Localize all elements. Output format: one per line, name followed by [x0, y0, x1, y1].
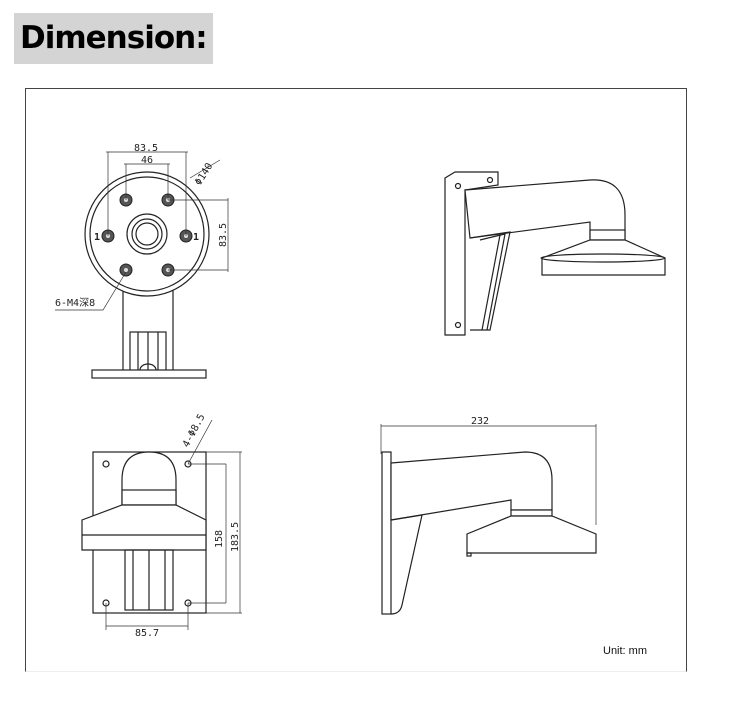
dim-front-width-inner: 46	[141, 155, 153, 166]
dim-front-height: 83.5	[218, 223, 229, 247]
hole-mark-right: 1	[193, 232, 199, 243]
hole-mark-left: 1	[94, 232, 100, 243]
dim-side-length: 232	[471, 416, 489, 427]
dim-back-hole-spacing-h: 85.7	[135, 628, 159, 639]
unit-label: Unit: mm	[603, 645, 647, 657]
front-view: 83.5 46 Φ140 83.5 6-M4深8 1 1	[55, 143, 229, 379]
screw-note: 6-M4深8	[55, 297, 95, 309]
side-view: 232 Unit: mm	[380, 416, 647, 657]
dim-back-holes: 4-Φ8.5	[181, 412, 208, 449]
dim-front-width-outer: 83.5	[134, 143, 158, 154]
drawing-frame	[25, 88, 687, 672]
back-view: 4-Φ8.5 158 183.5 85.7	[81, 412, 242, 639]
page-title: Dimension:	[14, 13, 213, 64]
dim-back-plate-height: 183.5	[230, 522, 241, 552]
dim-back-hole-spacing-v: 158	[214, 530, 225, 548]
isometric-view	[444, 171, 666, 336]
